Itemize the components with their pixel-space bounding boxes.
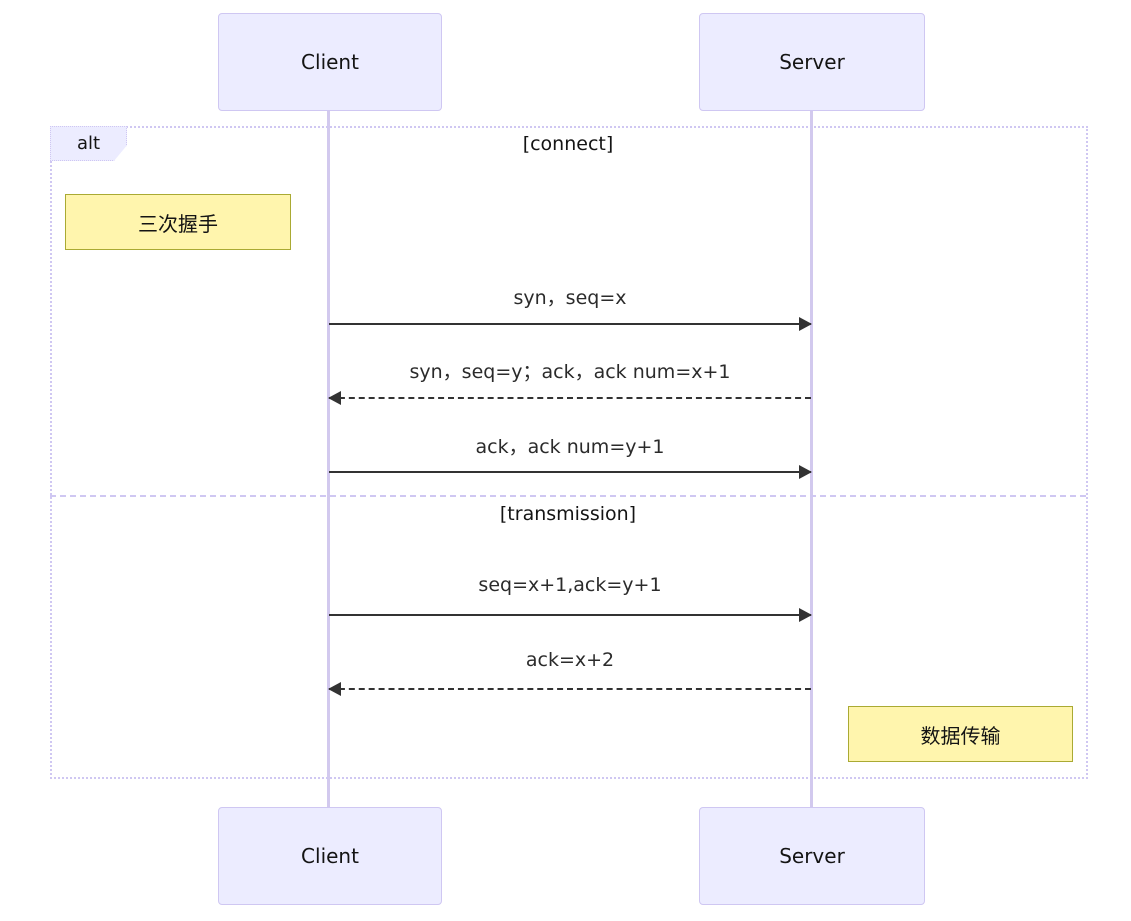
actor-server-bottom: Server bbox=[699, 807, 925, 905]
arrowhead-left-icon bbox=[328, 391, 341, 405]
arrowhead-left-icon bbox=[328, 682, 341, 696]
arrowhead-right-icon bbox=[799, 608, 812, 622]
alt-frame bbox=[50, 126, 1088, 779]
message-label-3: ack，ack num=y+1 bbox=[475, 436, 665, 458]
section-label-transmission: [transmission] bbox=[499, 503, 637, 525]
message-arrow-2 bbox=[328, 391, 811, 405]
message-label-1: syn，seq=x bbox=[513, 287, 627, 309]
actor-client-top: Client bbox=[218, 13, 442, 111]
note-data-transmission: 数据传输 bbox=[848, 706, 1073, 762]
arrowhead-right-icon bbox=[799, 317, 812, 331]
actor-server-top: Server bbox=[699, 13, 925, 111]
message-label-2: syn，seq=y；ack，ack num=x+1 bbox=[409, 361, 731, 383]
message-label-4: seq=x+1,ack=y+1 bbox=[478, 574, 662, 596]
alt-operator-tab: alt bbox=[50, 126, 127, 161]
server-lifeline bbox=[810, 109, 813, 808]
message-arrow-1 bbox=[329, 317, 812, 331]
note-three-way-handshake: 三次握手 bbox=[65, 194, 291, 250]
alt-section-divider bbox=[50, 495, 1086, 497]
message-arrow-4 bbox=[329, 608, 812, 622]
message-label-5: ack=x+2 bbox=[525, 649, 615, 671]
actor-client-bottom: Client bbox=[218, 807, 442, 905]
arrowhead-right-icon bbox=[799, 465, 812, 479]
message-arrow-3 bbox=[329, 465, 812, 479]
message-arrow-5 bbox=[328, 682, 811, 696]
section-label-connect: [connect] bbox=[522, 133, 614, 155]
client-lifeline bbox=[327, 109, 330, 808]
